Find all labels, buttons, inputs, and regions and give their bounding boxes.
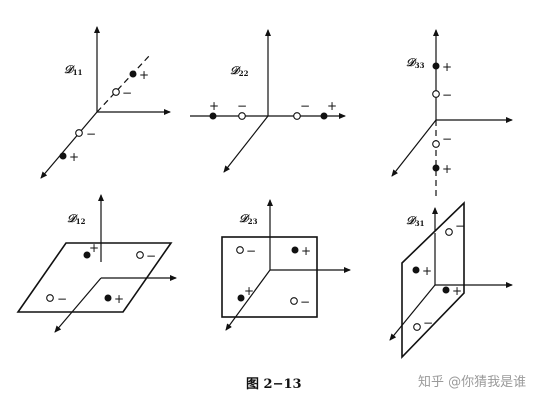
minus-sign: − xyxy=(423,316,433,330)
open-dot xyxy=(236,246,244,254)
plus-sign: + xyxy=(442,162,452,176)
open-dot xyxy=(432,140,440,148)
open-dot xyxy=(238,112,246,120)
axis-x xyxy=(54,277,102,333)
watermark: 知乎 @你猜我是谁 xyxy=(418,374,526,390)
open-dot xyxy=(46,294,54,302)
open-dot xyxy=(136,251,144,259)
filled-dot xyxy=(83,251,91,259)
filled-dot xyxy=(320,112,328,120)
minus-sign: − xyxy=(300,295,310,309)
axis-x xyxy=(389,284,436,341)
plus-sign: + xyxy=(139,68,149,82)
plus-sign: + xyxy=(422,264,432,278)
filled-dot xyxy=(129,70,137,78)
panel-label: 𝒟33 xyxy=(406,56,425,70)
open-dot xyxy=(293,112,301,120)
panel-d22: + − − + 𝒟22 xyxy=(190,29,346,173)
panel-label: 𝒟11 xyxy=(64,63,83,77)
minus-sign: − xyxy=(146,249,156,263)
open-dot xyxy=(445,228,453,236)
panel-d33: + − − + 𝒟33 xyxy=(391,29,513,196)
plus-sign: + xyxy=(114,292,124,306)
filled-dot xyxy=(209,112,217,120)
plus-sign: + xyxy=(89,241,99,255)
open-dot xyxy=(75,129,83,137)
filled-dot xyxy=(59,152,67,160)
plus-sign: + xyxy=(301,244,311,258)
open-dot xyxy=(290,297,298,305)
panel-d23: − + + − 𝒟23 xyxy=(221,199,351,331)
filled-dot xyxy=(442,286,450,294)
minus-sign: − xyxy=(122,86,132,100)
filled-dot xyxy=(104,294,112,302)
panel-d11: + − − + 𝒟11 xyxy=(40,26,171,179)
minus-sign: − xyxy=(246,244,256,258)
minus-sign: − xyxy=(455,219,465,233)
minus-sign: − xyxy=(237,99,247,113)
axis-x xyxy=(223,115,269,173)
minus-sign: − xyxy=(442,132,452,146)
axis-x xyxy=(40,111,98,179)
filled-dot xyxy=(432,164,440,172)
minus-sign: − xyxy=(300,99,310,113)
minus-sign: − xyxy=(86,127,96,141)
plus-sign: + xyxy=(452,284,462,298)
filled-dot xyxy=(412,266,420,274)
plus-sign: + xyxy=(209,99,219,113)
panel-d31: − + + − 𝒟31 xyxy=(389,201,513,359)
plus-sign: + xyxy=(244,284,254,298)
minus-sign: − xyxy=(442,88,452,102)
plus-sign: + xyxy=(442,60,452,74)
panel-label: 𝒟12 xyxy=(67,212,86,226)
open-dot xyxy=(432,90,440,98)
filled-dot xyxy=(237,294,245,302)
minus-sign: − xyxy=(57,292,67,306)
panel-label: 𝒟31 xyxy=(406,214,425,228)
open-dot xyxy=(413,323,421,331)
panel-d12: + − − + 𝒟12 xyxy=(16,194,177,333)
plus-sign: + xyxy=(69,150,79,164)
panel-label: 𝒟23 xyxy=(239,212,258,226)
shear-plane xyxy=(16,242,173,313)
filled-dot xyxy=(291,246,299,254)
stress-line xyxy=(96,54,151,113)
axis-x xyxy=(225,269,271,331)
axis-x xyxy=(391,119,437,177)
figure-caption: 图 2−13 xyxy=(246,377,302,392)
plus-sign: + xyxy=(327,99,337,113)
filled-dot xyxy=(432,62,440,70)
open-dot xyxy=(112,88,120,96)
panel-label: 𝒟22 xyxy=(230,64,249,78)
